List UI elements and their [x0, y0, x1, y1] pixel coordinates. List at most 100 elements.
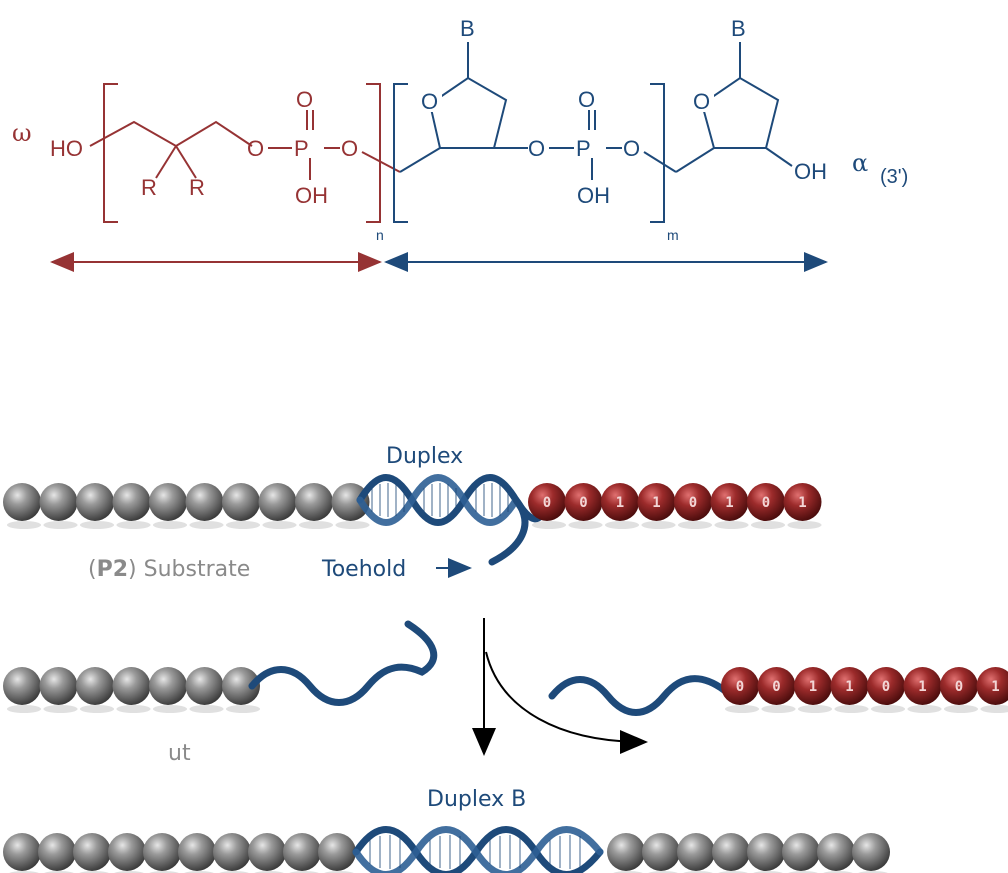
bead-digit: 0: [772, 679, 780, 695]
bead-shadow: [298, 521, 334, 529]
base-1: B: [460, 16, 475, 41]
bead: [178, 833, 216, 871]
bead: [258, 483, 297, 521]
partial-label: ut: [168, 741, 191, 766]
bead: [607, 833, 645, 871]
p-hydroxyl-2: OH: [577, 183, 610, 208]
bead-shadow: [43, 705, 78, 713]
bead: [185, 483, 224, 521]
ring-oxygen-2: O: [693, 89, 710, 114]
bridge-oxygen-1: O: [247, 136, 264, 161]
bead: [721, 667, 759, 705]
bead-digit: 0: [762, 495, 770, 511]
bead: [747, 833, 785, 871]
bead: [222, 483, 260, 521]
bond-c3-oh: [765, 147, 793, 167]
duplex-label: Duplex: [386, 444, 463, 469]
bracket-m-right: [650, 83, 665, 223]
bead-shadow: [943, 705, 979, 713]
bead: [213, 833, 251, 871]
bead: [677, 833, 715, 871]
bead-shadow: [152, 705, 188, 713]
released-strand: [548, 675, 728, 716]
bead: [710, 483, 749, 521]
sugar-ring-1: [428, 76, 508, 149]
bead-shadow: [641, 521, 676, 529]
bead: [564, 483, 603, 521]
ring-o-mask-1: [420, 90, 442, 112]
bead-shadow: [531, 521, 567, 529]
bead-shadow: [262, 521, 297, 529]
duplex-helix-bottom: [352, 826, 604, 873]
bead-shadow: [225, 521, 261, 529]
bead-shadow: [225, 705, 261, 713]
ring-oxygen-1: O: [421, 89, 438, 114]
bead-shadow: [116, 705, 151, 713]
bead-digit: 1: [798, 495, 806, 511]
bead-shadow: [79, 705, 115, 713]
alpha-label: α: [852, 149, 868, 177]
phosphorus-2: P: [576, 136, 591, 161]
bracket-n-left: [103, 83, 118, 223]
bead: [783, 483, 822, 521]
bead: [283, 833, 321, 871]
phosphorus-1: P: [294, 136, 309, 161]
bridge-oxygen-2: O: [341, 136, 358, 161]
bond-c5-1: [399, 147, 441, 173]
bead: [674, 483, 712, 521]
bead-digit: 1: [845, 679, 853, 695]
bead-digit: 1: [809, 679, 817, 695]
bead-chain-bottom-left: [3, 833, 356, 873]
bead-shadow: [761, 705, 796, 713]
bead-shadow: [714, 521, 749, 529]
bead-digit: 0: [543, 495, 551, 511]
three-prime-label: (3'): [880, 166, 908, 188]
invading-strand: [248, 620, 438, 706]
bead-shadow: [189, 705, 224, 713]
bead: [528, 483, 566, 521]
bead: [318, 833, 356, 871]
bead-shadow: [870, 705, 906, 713]
bead: [331, 483, 370, 521]
substrate-label: (P2) Substrate: [88, 557, 250, 582]
bead: [39, 483, 78, 521]
bead: [940, 667, 978, 705]
bead-shadow: [43, 521, 78, 529]
bead-shadow: [79, 521, 115, 529]
bead: [112, 667, 151, 705]
bead: [295, 483, 333, 521]
bead: [149, 483, 187, 521]
bead-shadow: [6, 705, 42, 713]
bead: [3, 833, 41, 871]
bracket-n-right: [366, 83, 381, 223]
bead: [830, 667, 869, 705]
double-oxygen-1: O: [296, 87, 313, 112]
bead: [248, 833, 286, 871]
r-group-1: R: [141, 175, 157, 200]
bead: [39, 667, 78, 705]
substrate-word: Substrate: [144, 557, 251, 582]
bead: [143, 833, 181, 871]
bead-digit: 1: [652, 495, 660, 511]
bead: [76, 483, 114, 521]
duplex-b-label: Duplex B: [427, 787, 526, 812]
bead-digit: 1: [725, 495, 733, 511]
bead-shadow: [797, 705, 833, 713]
bead-shadow: [677, 521, 713, 529]
bead-digit: 0: [736, 679, 744, 695]
bead: [852, 833, 890, 871]
bead-shadow: [750, 521, 786, 529]
double-oxygen-2: O: [578, 87, 595, 112]
bead: [747, 483, 785, 521]
substrate-id: P2: [97, 557, 128, 582]
bead: [3, 483, 41, 521]
ring-o-mask-2: [692, 90, 714, 112]
bridge-oxygen-3: O: [528, 136, 545, 161]
bead: [185, 667, 224, 705]
reaction-arrow-release: [485, 651, 648, 754]
bead-shadow: [980, 705, 1008, 713]
